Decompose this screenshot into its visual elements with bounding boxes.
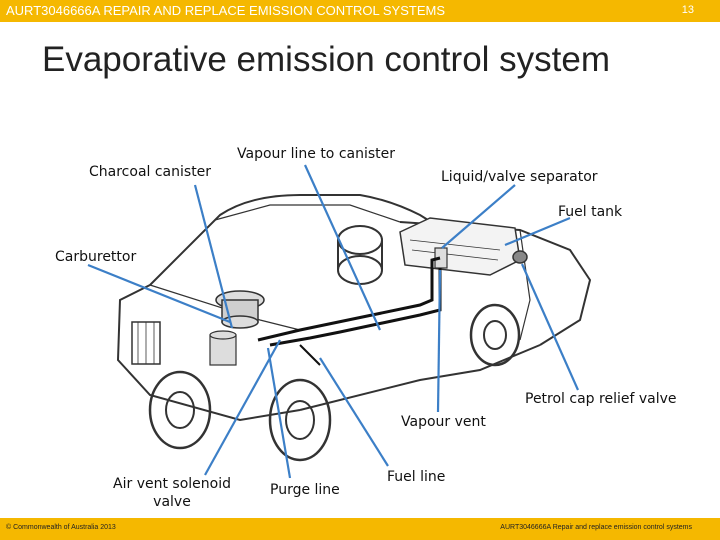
label-air-vent-line2: valve — [153, 494, 191, 510]
label-vapour-vent: Vapour vent — [401, 414, 486, 430]
copyright-text: © Commonwealth of Australia 2013 — [6, 524, 116, 531]
label-vapour-line-to-canister: Vapour line to canister — [237, 146, 396, 162]
slide-title: Evaporative emission control system — [42, 40, 610, 79]
label-fuel-tank: Fuel tank — [558, 204, 623, 220]
label-purge-line: Purge line — [270, 482, 340, 498]
label-charcoal-canister: Charcoal canister — [89, 164, 212, 180]
label-air-vent-solenoid-valve: Air vent solenoid valve — [110, 475, 234, 511]
page-number: 13 — [681, 4, 694, 16]
header-bar: AURT3046666A REPAIR AND REPLACE EMISSION… — [0, 0, 720, 22]
course-title: AURT3046666A REPAIR AND REPLACE EMISSION… — [6, 3, 446, 18]
label-petrol-cap-relief-valve: Petrol cap relief valve — [525, 391, 677, 407]
footer-bar: © Commonwealth of Australia 2013 AURT304… — [0, 518, 720, 540]
label-liquid-valve-separator: Liquid/valve separator — [441, 169, 598, 185]
fuel-lines — [257, 256, 442, 366]
label-air-vent-line1: Air vent solenoid — [113, 476, 231, 492]
label-carburettor: Carburettor — [55, 249, 137, 265]
fuel-tank — [399, 217, 528, 276]
footer-course-title: AURT3046666A Repair and replace emission… — [500, 524, 692, 531]
carburettor — [215, 290, 265, 329]
leader-lines — [87, 164, 580, 479]
label-fuel-line: Fuel line — [387, 469, 446, 485]
charcoal-canister — [209, 330, 237, 366]
